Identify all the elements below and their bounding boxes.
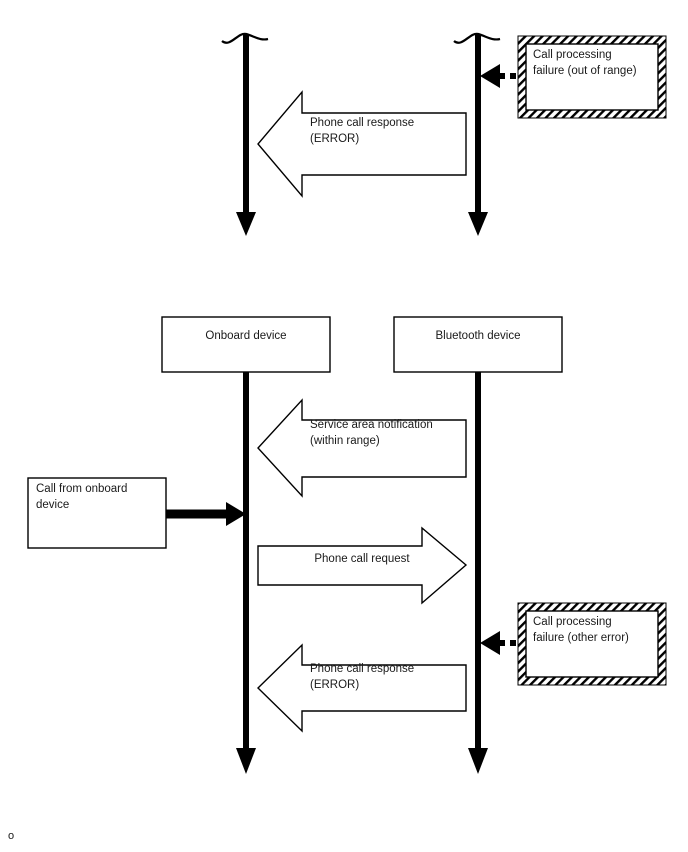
- message-arrow-phone-call-response-bottom: [256, 643, 467, 733]
- message-arrow-service-area-notification: [257, 398, 467, 498]
- message-label-phone-call-response-top-line1: Phone call response: [310, 117, 414, 129]
- message-label-phone-call-response-bottom-line1: Phone call response: [310, 663, 414, 675]
- note-label-other-error-line1: Call processing: [533, 616, 612, 628]
- message-label-phone-call-request: Phone call request: [314, 553, 410, 565]
- solid-connector-arrowhead-call-from-onboard: [226, 502, 246, 526]
- note-label-out-of-range-line2: failure (out of range): [533, 65, 637, 77]
- onboard-lifeline-arrowhead-top: [236, 212, 256, 236]
- message-label-phone-call-response-top-line2: (ERROR): [310, 133, 359, 145]
- message-label-service-area-notification-line1: Service area notification: [310, 419, 433, 431]
- bluetooth-lifeline-arrowhead-top: [468, 212, 488, 236]
- note-box-call-from-onboard-device[interactable]: [27, 477, 167, 549]
- note-label-call-from-onboard-device-line2: device: [36, 499, 69, 511]
- dashed-connector-arrowhead-other-error: [480, 631, 500, 655]
- note-inner-other-error: [525, 610, 659, 678]
- note-inner-out-of-range: [525, 43, 659, 111]
- participant-label-bluetooth-device: Bluetooth device: [435, 330, 520, 342]
- message-arrow-phone-call-response-top: [257, 90, 467, 198]
- onboard-lifeline-arrowhead-bottom: [236, 748, 256, 774]
- message-label-service-area-notification-line2: (within range): [310, 435, 380, 447]
- note-label-out-of-range-line1: Call processing: [533, 49, 612, 61]
- dashed-connector-arrowhead-out-of-range: [480, 64, 500, 88]
- note-label-other-error-line2: failure (other error): [533, 632, 629, 644]
- message-label-phone-call-response-bottom-line2: (ERROR): [310, 679, 359, 691]
- bluetooth-lifeline-arrowhead-bottom: [468, 748, 488, 774]
- corner-mark-text: o: [8, 830, 15, 842]
- participant-box-bluetooth-device[interactable]: [393, 316, 563, 373]
- participant-box-onboard-device[interactable]: [161, 316, 331, 373]
- note-label-call-from-onboard-device-line1: Call from onboard: [36, 483, 127, 495]
- message-arrow-phone-call-request: [257, 526, 468, 605]
- participant-label-onboard-device: Onboard device: [205, 330, 286, 342]
